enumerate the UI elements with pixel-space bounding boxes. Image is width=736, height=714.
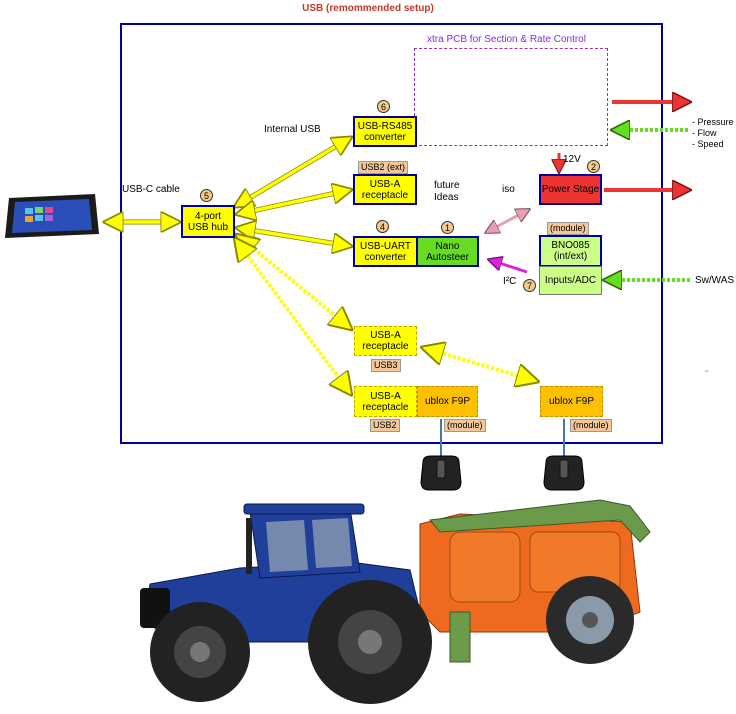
number-badge-6: 6 — [377, 100, 390, 113]
number-badge-1: 1 — [441, 221, 454, 234]
f9p-left-box: ublox F9P — [417, 386, 478, 417]
iso-label: iso — [502, 184, 515, 195]
number-badge-7: 7 — [523, 279, 536, 292]
f9p-right-box: ublox F9P — [540, 386, 603, 417]
usb-c-cable-label: USB-C cable — [122, 184, 180, 195]
inputs-adc-box: Inputs/ADC — [539, 266, 602, 295]
power-stage-box: Power Stage — [539, 174, 602, 205]
nano-autosteer-box: Nano Autosteer — [416, 236, 479, 267]
internal-usb-label: Internal USB — [264, 124, 321, 135]
bno085-box: BNO085 (int/ext) — [539, 235, 602, 267]
module-right-tag: (module) — [570, 419, 612, 432]
xtra-pcb-box — [414, 48, 608, 146]
twelve-v-label: 12V — [563, 154, 581, 165]
future-ideas-label: future Ideas — [434, 180, 460, 203]
xtra-pcb-label: xtra PCB for Section & Rate Control — [427, 34, 586, 45]
module-bno-tag: (module) — [547, 222, 589, 235]
sensors-label: - Pressure - Flow - Speed — [692, 117, 734, 149]
number-badge-5: 5 — [200, 189, 213, 202]
usb-hub-box: 4-port USB hub — [181, 205, 235, 238]
usb-rs485-box: USB-RS485 converter — [353, 116, 417, 147]
dash-mark: - — [705, 366, 709, 377]
usb3-to-f9p-arrow — [424, 348, 536, 381]
nano-to-power-arrow — [487, 210, 528, 232]
hub-to-usb3-arrow — [238, 236, 350, 328]
number-badge-2: 2 — [587, 160, 600, 173]
system-frame — [120, 23, 663, 444]
usb2-tag: USB2 — [370, 419, 400, 432]
usb-uart-box: USB-UART converter — [353, 236, 418, 267]
tablet-illustration — [5, 194, 99, 238]
tractor-sprayer-illustration — [140, 499, 651, 704]
sw-was-label: Sw/WAS — [695, 275, 735, 286]
usba-usb3-box: USB-A receptacle — [354, 326, 417, 356]
antenna-right-icon — [543, 455, 585, 491]
diagram-title: USB (remommended setup) — [302, 3, 434, 14]
usba-top-box: USB-A receptacle — [353, 174, 417, 205]
hub-to-usba-top-arrow — [238, 190, 350, 214]
inputs-to-nano-arrow — [490, 260, 528, 274]
usba-usb2-box: USB-A receptacle — [354, 386, 417, 417]
i2c-label: I²C — [503, 276, 517, 287]
module-left-tag: (module) — [444, 419, 486, 432]
antenna-left-icon — [420, 455, 462, 491]
usb3-tag: USB3 — [371, 359, 401, 372]
number-badge-4: 4 — [376, 220, 389, 233]
hub-to-uart-arrow — [238, 228, 350, 246]
usb2-ext-tag: USB2 (ext) — [358, 161, 409, 174]
hub-to-usb2-arrow — [236, 240, 350, 393]
